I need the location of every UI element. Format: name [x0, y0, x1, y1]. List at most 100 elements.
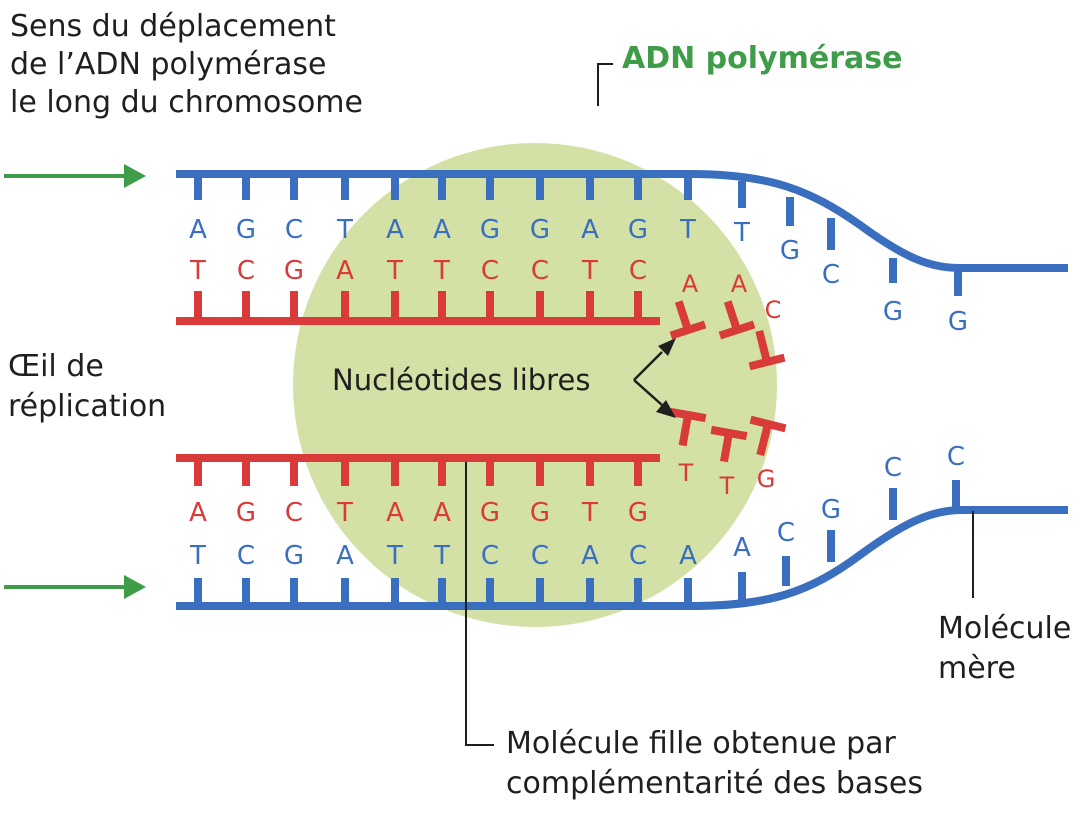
- free-nucleotide: [710, 425, 748, 463]
- annotations: [4, 63, 974, 746]
- base-letter: G: [480, 498, 500, 528]
- nucleotide-backbone: [669, 320, 707, 340]
- base-letter: G: [530, 498, 550, 528]
- nucleotide-stem: [756, 423, 772, 457]
- base-letter: G: [284, 541, 304, 571]
- base-letter: T: [581, 256, 598, 286]
- pointer-to-top-nucleotides: [633, 351, 663, 381]
- base-letter: T: [336, 215, 353, 245]
- free-nucleotide: [669, 407, 707, 447]
- base-letter: T: [433, 541, 450, 571]
- direction-label-line-2: de l’ADN polymérase: [10, 47, 327, 82]
- base-letter: T: [679, 215, 696, 245]
- enzyme-label: ADN polymérase: [622, 41, 903, 76]
- arrow-icon: [658, 338, 676, 356]
- base-letter: G: [821, 495, 841, 525]
- base-letter: A: [336, 541, 354, 571]
- base-letter: G: [757, 465, 776, 493]
- base-letter: C: [285, 498, 303, 528]
- enzyme-leader-line: [597, 63, 613, 106]
- base-letter: C: [285, 215, 303, 245]
- base-letter: T: [336, 498, 353, 528]
- daughter-molecule-label-line-2: complémentarité des bases: [506, 766, 923, 801]
- base-letter: T: [581, 498, 598, 528]
- base-letter: G: [530, 215, 550, 245]
- base-letter: A: [189, 215, 207, 245]
- base-letter: C: [237, 541, 255, 571]
- daughter-molecule-leader-line: [465, 462, 494, 746]
- base-letter: G: [284, 256, 304, 286]
- base-letter: C: [884, 453, 902, 483]
- base-letter: C: [947, 442, 965, 472]
- base-letter: A: [386, 498, 404, 528]
- pointer-to-bottom-nucleotides: [633, 379, 663, 406]
- base-letter: A: [581, 215, 599, 245]
- nucleotide-stem: [674, 300, 692, 332]
- base-letter: G: [236, 498, 256, 528]
- base-letter: A: [386, 215, 404, 245]
- free-nucleotide: [749, 415, 787, 457]
- free-nucleotide: [718, 300, 756, 340]
- base-letter: T: [733, 218, 750, 248]
- base-letter: T: [189, 541, 206, 571]
- nucleotide-backbone: [718, 320, 756, 340]
- free-nucleotides-label: Nucléotides libres: [332, 363, 591, 397]
- base-letter: T: [719, 472, 735, 500]
- base-letter: A: [336, 256, 354, 286]
- dna-polymerase-circle: [293, 143, 777, 627]
- base-letter: G: [480, 215, 500, 245]
- base-letter: A: [581, 541, 599, 571]
- base-letter: C: [531, 541, 549, 571]
- bottom-parent-backbone: [176, 506, 1068, 610]
- arrow-icon: [656, 400, 676, 418]
- free-nucleotide: [669, 300, 707, 340]
- parent-molecule-label: Molécule mère: [938, 609, 1071, 689]
- base-letter: A: [433, 498, 451, 528]
- replication-eye-label-line-2: réplication: [8, 389, 167, 424]
- base-letter: A: [731, 270, 748, 298]
- base-letter: C: [531, 256, 549, 286]
- base-letter: T: [386, 256, 403, 286]
- parent-molecule-label-line-1: Molécule: [938, 611, 1072, 646]
- free-nucleotide: [748, 329, 786, 371]
- direction-label-line-1: Sens du déplacement: [10, 9, 336, 44]
- base-letter: G: [236, 215, 256, 245]
- nucleotide-stem: [723, 300, 741, 332]
- base-letter: C: [481, 541, 499, 571]
- nucleotide-stem: [720, 432, 733, 463]
- replication-eye-label-line-1: Œil de: [8, 349, 104, 384]
- top-parent-backbone: [176, 170, 1068, 272]
- base-letter: G: [883, 297, 903, 327]
- base-letter: A: [679, 541, 697, 571]
- base-letter: G: [948, 307, 968, 337]
- base-letter: C: [629, 541, 647, 571]
- base-letter: A: [682, 270, 699, 298]
- nucleotide-stem: [755, 329, 771, 363]
- direction-label: Sens du déplacement de l’ADN polymérase …: [10, 8, 363, 122]
- base-letter: T: [189, 256, 206, 286]
- base-letter: C: [481, 256, 499, 286]
- base-letter: C: [822, 260, 840, 290]
- right-arrow-icon: [124, 164, 146, 188]
- base-letter: A: [433, 215, 451, 245]
- base-letter: A: [189, 498, 207, 528]
- nucleotide-backbone: [748, 353, 786, 371]
- base-letter: G: [628, 215, 648, 245]
- base-letter: G: [628, 498, 648, 528]
- daughter-molecule-label-line-1: Molécule fille obtenue par: [506, 726, 896, 761]
- base-letter: G: [780, 236, 800, 266]
- right-arrow-icon: [124, 575, 146, 599]
- base-letter: T: [678, 459, 694, 487]
- base-letter: C: [777, 518, 795, 548]
- nucleotide-stem: [678, 414, 692, 447]
- replication-eye-label: Œil de réplication: [8, 347, 166, 427]
- base-letter: C: [629, 256, 647, 286]
- base-letter: T: [386, 541, 403, 571]
